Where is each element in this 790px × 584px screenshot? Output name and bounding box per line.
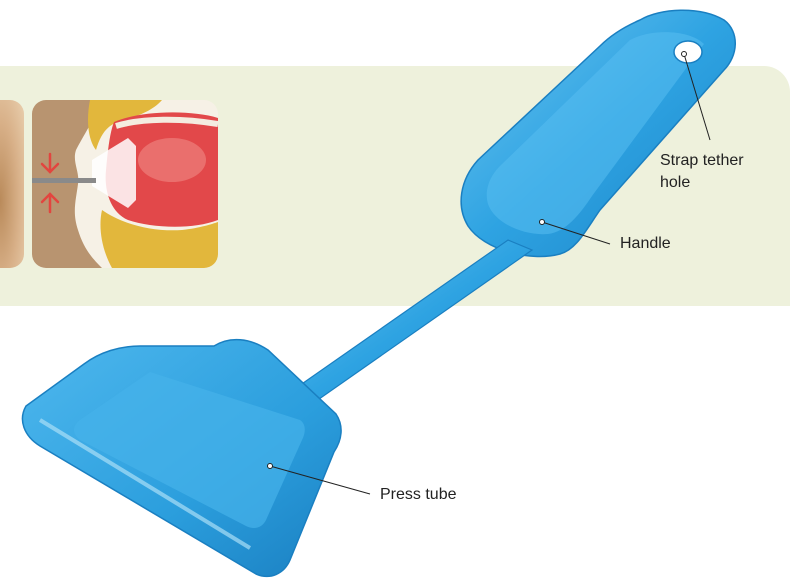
- label-handle: Handle: [620, 235, 671, 252]
- label-strap-tether-hole: Strap tether hole: [660, 150, 744, 194]
- leader-lines: [269, 53, 711, 495]
- mouth-diagram-svg: [32, 100, 218, 268]
- strap-tether-hole: [673, 40, 703, 64]
- label-strap-line2: hole: [660, 174, 691, 191]
- handle-inner: [486, 32, 704, 235]
- press-tube-highlight: [38, 418, 252, 550]
- face-profile: [32, 100, 102, 268]
- press-tube-inner: [74, 372, 305, 528]
- tube-in-mouth: [92, 138, 136, 208]
- tongue-highlight: [138, 138, 206, 182]
- face-photo-crop: [0, 100, 24, 268]
- palate-line: [115, 116, 218, 129]
- label-press-tube: Press tube: [380, 486, 457, 503]
- leader-strap: [683, 53, 711, 141]
- leader-press: [269, 465, 371, 495]
- leader-handle: [541, 221, 611, 245]
- leader-dots: [267, 51, 687, 469]
- compress-arrows: [40, 152, 60, 214]
- upper-tissue: [88, 100, 162, 150]
- dot-handle: [539, 219, 545, 225]
- probe: [32, 178, 96, 183]
- lower-tissue: [100, 210, 218, 268]
- dot-strap: [681, 51, 687, 57]
- label-strap-line1: Strap tether: [660, 152, 744, 169]
- mouth-cross-section-illustration: [32, 100, 218, 268]
- dot-press: [267, 463, 273, 469]
- stem: [295, 239, 534, 405]
